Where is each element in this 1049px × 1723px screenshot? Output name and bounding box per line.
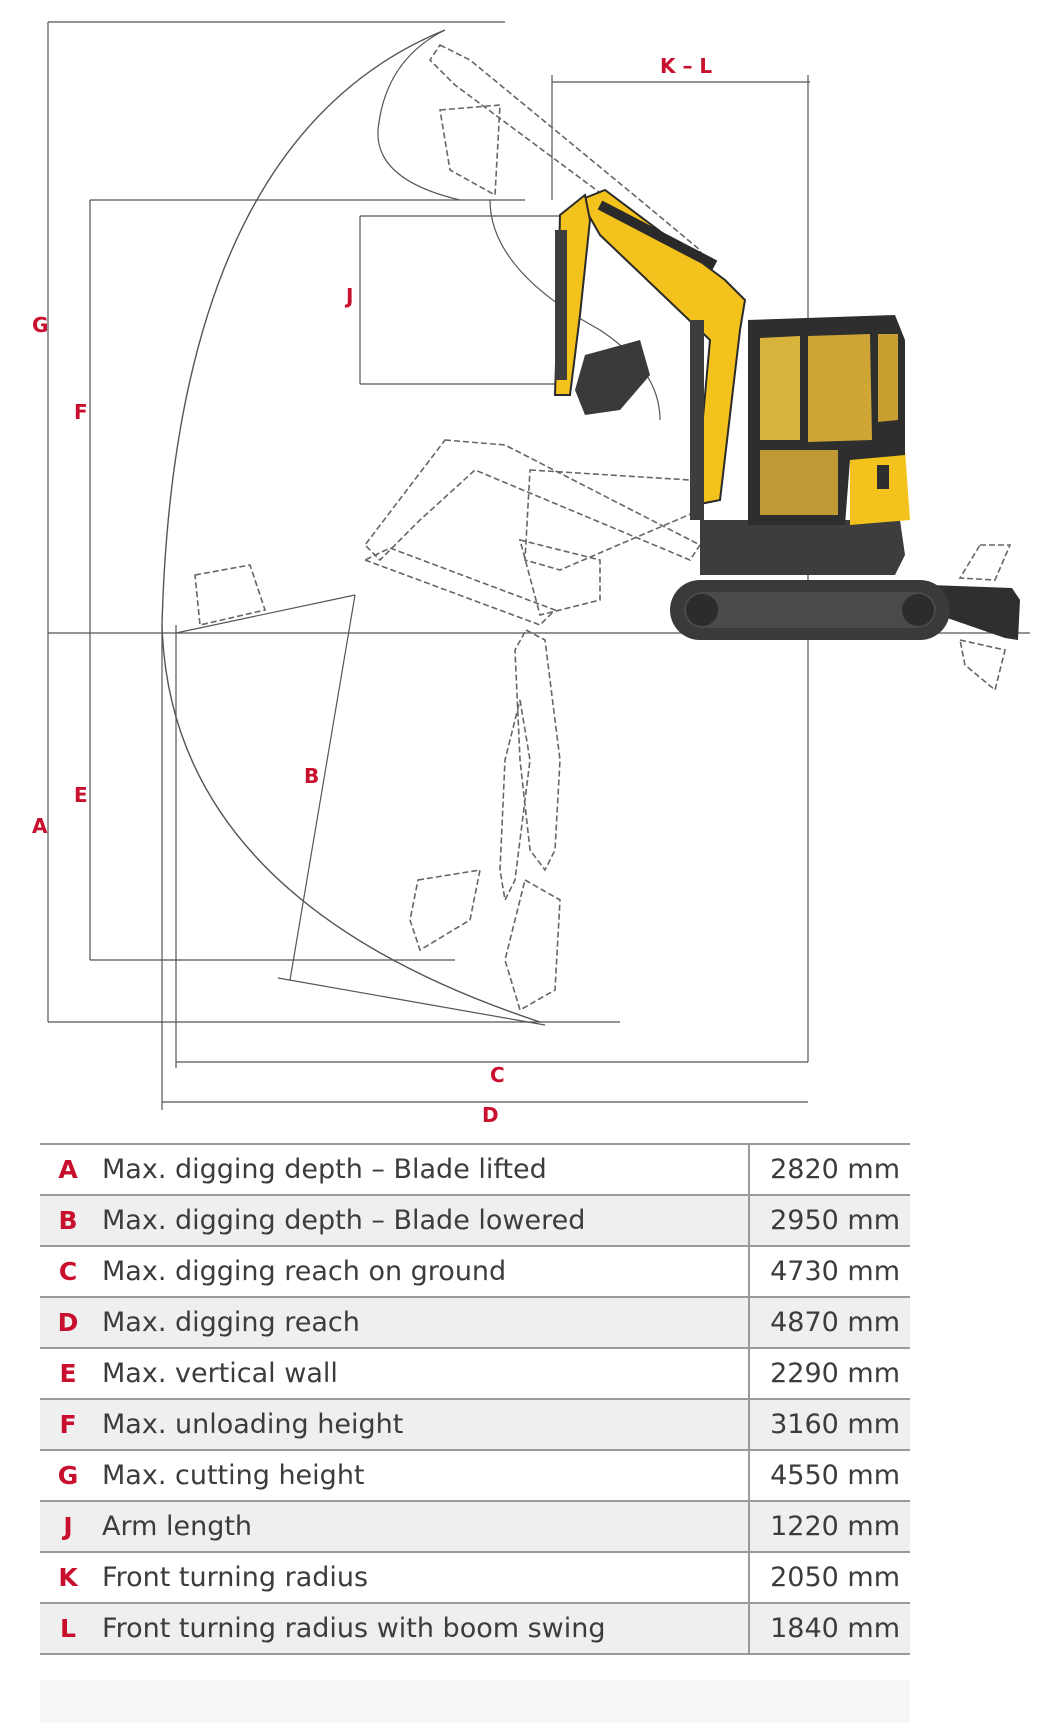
spec-row: B Max. digging depth – Blade lowered 295… — [40, 1195, 910, 1247]
spec-letter: F — [40, 1399, 96, 1451]
spec-label: Front turning radius with boom swing — [96, 1603, 749, 1655]
spec-letter: L — [40, 1603, 96, 1655]
spec-row: D Max. digging reach 4870 mm — [40, 1297, 910, 1349]
spec-row: K Front turning radius 2050 mm — [40, 1552, 910, 1604]
spec-row: G Max. cutting height 4550 mm — [40, 1450, 910, 1502]
dim-label-d: D — [482, 1103, 499, 1127]
spec-letter: K — [40, 1552, 96, 1604]
dim-label-a: A — [32, 814, 48, 838]
spec-label: Max. cutting height — [96, 1450, 749, 1502]
spec-label: Max. vertical wall — [96, 1348, 749, 1400]
spec-row: A Max. digging depth – Blade lifted 2820… — [40, 1143, 910, 1196]
spec-label: Front turning radius — [96, 1552, 749, 1604]
dim-label-f: F — [74, 400, 88, 424]
table-footer-strip — [40, 1680, 910, 1723]
spec-label: Max. digging depth – Blade lifted — [96, 1143, 749, 1196]
spec-value: 2290 mm — [748, 1348, 910, 1400]
excavator-illustration — [553, 188, 1020, 640]
spec-value: 1220 mm — [748, 1501, 910, 1553]
spec-table: A Max. digging depth – Blade lifted 2820… — [40, 1143, 910, 1655]
spec-value: 1840 mm — [748, 1603, 910, 1655]
spec-label: Max. unloading height — [96, 1399, 749, 1451]
spec-letter: E — [40, 1348, 96, 1400]
spec-value: 3160 mm — [748, 1399, 910, 1451]
spec-value: 4730 mm — [748, 1246, 910, 1298]
dim-label-j: J — [344, 284, 353, 308]
spec-row: C Max. digging reach on ground 4730 mm — [40, 1246, 910, 1298]
spec-letter: B — [40, 1195, 96, 1247]
spec-value: 4550 mm — [748, 1450, 910, 1502]
spec-value: 2950 mm — [748, 1195, 910, 1247]
spec-value: 4870 mm — [748, 1297, 910, 1349]
dim-label-e: E — [74, 783, 88, 807]
dim-label-kl: K – L — [660, 54, 712, 78]
excavator-dimension-diagram: G F J K – L A E B C D — [32, 21, 1030, 1127]
spec-letter: A — [40, 1143, 96, 1196]
spec-label: Max. digging reach on ground — [96, 1246, 749, 1298]
spec-row: E Max. vertical wall 2290 mm — [40, 1348, 910, 1400]
dim-label-c: C — [490, 1063, 505, 1087]
dim-label-g: G — [32, 313, 48, 337]
spec-row: J Arm length 1220 mm — [40, 1501, 910, 1553]
spec-label: Max. digging depth – Blade lowered — [96, 1195, 749, 1247]
spec-letter: D — [40, 1297, 96, 1349]
spec-row: L Front turning radius with boom swing 1… — [40, 1603, 910, 1655]
spec-label: Max. digging reach — [96, 1297, 749, 1349]
spec-letter: G — [40, 1450, 96, 1502]
spec-letter: J — [40, 1501, 96, 1553]
spec-value: 2050 mm — [748, 1552, 910, 1604]
spec-value: 2820 mm — [748, 1143, 910, 1196]
dim-label-b: B — [304, 764, 319, 788]
spec-label: Arm length — [96, 1501, 749, 1553]
spec-row: F Max. unloading height 3160 mm — [40, 1399, 910, 1451]
spec-letter: C — [40, 1246, 96, 1298]
